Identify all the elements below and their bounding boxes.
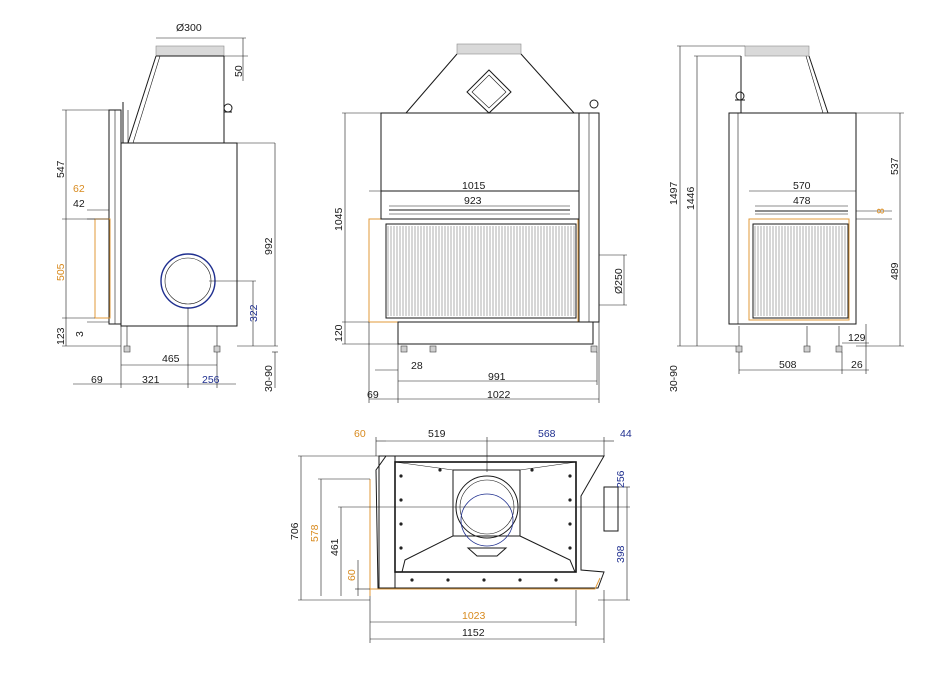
front-dim-1022: 1022 xyxy=(487,389,511,401)
left-flue-collar xyxy=(155,45,225,57)
left-dim-69: 69 xyxy=(91,374,103,386)
top-dim-1152: 1152 xyxy=(462,627,485,639)
front-glass xyxy=(385,223,577,319)
right-flue-collar xyxy=(744,45,810,57)
right-dim-129: 129 xyxy=(848,332,866,344)
left-flue-diameter-label: Ø300 xyxy=(176,22,202,34)
left-dim-123: 123 xyxy=(55,327,67,345)
top-dim-256: 256 xyxy=(615,470,627,488)
top-dim-461: 461 xyxy=(329,538,341,556)
left-dim-30-90: 30-90 xyxy=(263,365,275,392)
top-dim-60-a: 60 xyxy=(354,428,366,440)
right-dim-26: 26 xyxy=(851,359,863,371)
front-dim-250: Ø250 xyxy=(613,268,625,294)
right-dim-489: 489 xyxy=(889,262,901,280)
screw-dot xyxy=(568,498,572,502)
front-dim-28: 28 xyxy=(411,360,423,372)
screw-dot xyxy=(438,468,442,472)
top-dim-578: 578 xyxy=(309,524,321,542)
right-dim-1446: 1446 xyxy=(685,186,697,210)
left-dim-256: 256 xyxy=(202,374,220,386)
right-dim-537: 537 xyxy=(889,157,901,175)
screw-dot xyxy=(568,546,572,550)
front-hood-diamond xyxy=(466,69,512,114)
front-dim-120: 120 xyxy=(333,324,345,342)
top-dim-568: 568 xyxy=(538,428,556,440)
left-dim-3: 3 xyxy=(74,331,86,337)
left-door-outline xyxy=(94,218,111,319)
left-hood-outline xyxy=(127,55,225,144)
left-dim-62: 62 xyxy=(73,183,85,195)
right-dim-30-90: 30-90 xyxy=(668,365,680,392)
top-dim-1023: 1023 xyxy=(462,610,486,622)
right-dim-570: 570 xyxy=(793,180,811,192)
front-glass-hatch xyxy=(387,226,575,316)
right-dim-8: 8 xyxy=(875,208,887,214)
right-dim-478: 478 xyxy=(793,195,811,207)
screw-dot xyxy=(530,468,534,472)
right-side-view: 1497 1446 537 570 478 8 489 129 508 26 3… xyxy=(668,45,904,392)
top-dim-519: 519 xyxy=(428,428,446,440)
right-dim-508: 508 xyxy=(779,359,797,371)
screw-dot xyxy=(410,578,414,582)
screw-dot xyxy=(399,474,403,478)
top-dim-398: 398 xyxy=(615,545,627,563)
screw-dot xyxy=(554,578,558,582)
left-dim-322: 322 xyxy=(248,304,260,322)
front-dim-1015: 1015 xyxy=(462,180,486,192)
left-dim-42: 42 xyxy=(73,198,85,210)
left-dim-50: 50 xyxy=(233,65,245,77)
top-outer-housing xyxy=(375,455,605,589)
front-view: 1015 923 1045 Ø250 120 28 991 69 1022 xyxy=(333,43,627,403)
left-dim-992: 992 xyxy=(263,237,275,255)
screw-dot xyxy=(399,522,403,526)
screw-dot xyxy=(446,578,450,582)
left-dim-465: 465 xyxy=(162,353,180,365)
right-door-outline xyxy=(748,218,850,321)
front-dim-69: 69 xyxy=(367,389,379,401)
front-dim-991: 991 xyxy=(488,371,506,383)
left-dim-505: 505 xyxy=(55,263,67,281)
right-dim-1497: 1497 xyxy=(668,181,680,205)
screw-dot xyxy=(568,474,572,478)
screw-dot xyxy=(482,578,486,582)
front-dim-923: 923 xyxy=(464,195,482,207)
top-dim-44: 44 xyxy=(620,428,632,440)
left-side-view: Ø300 50 547 62 42 505 992 322 123 3 465 … xyxy=(55,22,278,392)
right-glass-hatch xyxy=(754,226,846,316)
front-lifting-eye xyxy=(589,99,599,109)
left-lifting-eye xyxy=(223,103,233,113)
front-hood-outline xyxy=(405,53,575,114)
top-dim-60-b: 60 xyxy=(346,569,358,581)
right-hood-outline xyxy=(740,55,829,114)
left-body xyxy=(120,142,238,327)
screw-dot xyxy=(399,546,403,550)
front-dim-1045: 1045 xyxy=(333,207,345,231)
left-dim-547: 547 xyxy=(55,160,67,178)
right-glass xyxy=(752,223,849,319)
screw-dot xyxy=(568,522,572,526)
top-dim-706: 706 xyxy=(289,522,301,540)
left-dim-321: 321 xyxy=(142,374,160,386)
screw-dot xyxy=(399,498,403,502)
screw-dot xyxy=(518,578,522,582)
left-air-inlet-circle xyxy=(160,253,216,309)
front-flue-collar xyxy=(456,43,522,55)
top-screws xyxy=(399,468,572,582)
top-view: 60 519 568 44 706 578 461 60 256 398 102… xyxy=(289,428,632,643)
